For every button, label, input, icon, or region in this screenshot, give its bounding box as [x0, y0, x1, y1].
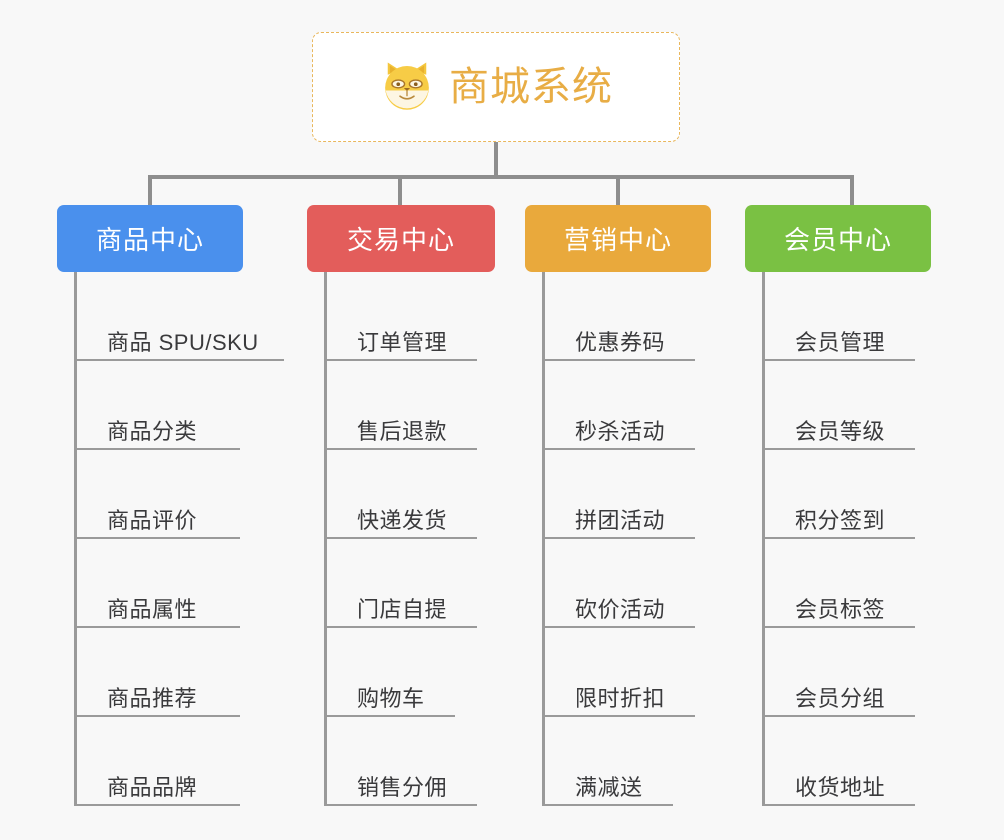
list-item[interactable]: 限时折扣 [542, 628, 741, 717]
category-header-label: 营销中心 [563, 225, 672, 255]
leaf-label: 会员管理 [795, 329, 886, 355]
leaf-label: 会员等级 [795, 418, 886, 444]
branch-marketing-center: 营销中心 优惠券码 秒杀活动 拼团活动 砍价活动 限时折扣 [525, 205, 741, 806]
leaf-underline [324, 804, 477, 806]
leaf-underline [542, 359, 695, 361]
leaf-label: 砍价活动 [575, 596, 666, 622]
list-item[interactable]: 满减送 [542, 717, 741, 806]
leaf-underline [74, 804, 240, 806]
root-node[interactable]: 商城系统 [312, 32, 680, 142]
list-item[interactable]: 商品属性 [74, 539, 273, 628]
leaf-underline [762, 626, 915, 628]
leaf-label: 购物车 [357, 685, 425, 711]
leaf-label: 商品 SPU/SKU [107, 329, 259, 355]
page-title: 商城系统 [449, 65, 613, 109]
list-item[interactable]: 商品分类 [74, 361, 273, 450]
list-item[interactable]: 购物车 [324, 628, 523, 717]
leaf-underline [762, 715, 915, 717]
leaf-underline [762, 537, 915, 539]
list-item[interactable]: 门店自提 [324, 539, 523, 628]
list-item[interactable]: 收货地址 [762, 717, 961, 806]
leaf-label: 会员标签 [795, 596, 886, 622]
category-header-product-center[interactable]: 商品中心 [57, 205, 243, 272]
leaf-label: 拼团活动 [575, 507, 666, 533]
leaf-label: 满减送 [575, 774, 643, 800]
leaf-underline [324, 359, 477, 361]
list-item[interactable]: 商品 SPU/SKU [74, 272, 284, 361]
leaf-label: 售后退款 [357, 418, 448, 444]
list-item[interactable]: 砍价活动 [542, 539, 741, 628]
leaf-underline [762, 359, 915, 361]
list-item[interactable]: 会员等级 [762, 361, 961, 450]
category-header-label: 交易中心 [346, 225, 455, 255]
leaf-label: 商品分类 [107, 418, 198, 444]
leaf-label: 商品评价 [107, 507, 198, 533]
leaf-underline [542, 448, 695, 450]
leaf-label: 限时折扣 [575, 685, 666, 711]
shiba-dog-face-icon [379, 59, 435, 115]
list-item[interactable]: 快递发货 [324, 450, 523, 539]
leaf-list-trade-center: 订单管理 售后退款 快递发货 门店自提 购物车 销售分佣 [324, 272, 523, 806]
list-item[interactable]: 售后退款 [324, 361, 523, 450]
leaf-label: 商品推荐 [107, 685, 198, 711]
leaf-underline [74, 537, 240, 539]
leaf-label: 商品属性 [107, 596, 198, 622]
list-item[interactable]: 会员分组 [762, 628, 961, 717]
list-item[interactable]: 销售分佣 [324, 717, 523, 806]
list-item[interactable]: 积分签到 [762, 450, 961, 539]
leaf-list-marketing-center: 优惠券码 秒杀活动 拼团活动 砍价活动 限时折扣 满减送 [542, 272, 741, 806]
leaf-list-member-center: 会员管理 会员等级 积分签到 会员标签 会员分组 收货地址 [762, 272, 961, 806]
list-item[interactable]: 商品推荐 [74, 628, 273, 717]
leaf-underline [542, 804, 673, 806]
leaf-underline [74, 359, 284, 361]
list-item[interactable]: 商品评价 [74, 450, 273, 539]
leaf-underline [762, 804, 915, 806]
list-item[interactable]: 优惠券码 [542, 272, 741, 361]
leaf-label: 会员分组 [795, 685, 886, 711]
leaf-underline [324, 715, 455, 717]
category-header-label: 会员中心 [783, 225, 892, 255]
connector-drop-1 [148, 175, 152, 206]
leaf-underline [74, 448, 240, 450]
leaf-underline [762, 448, 915, 450]
leaf-label: 快递发货 [357, 507, 448, 533]
category-header-trade-center[interactable]: 交易中心 [307, 205, 495, 272]
connector-horizontal-bus [148, 175, 854, 179]
list-item[interactable]: 商品品牌 [74, 717, 273, 806]
leaf-underline [542, 537, 695, 539]
leaf-underline [324, 537, 477, 539]
leaf-underline [542, 626, 695, 628]
leaf-underline [324, 448, 477, 450]
leaf-underline [74, 626, 240, 628]
leaf-underline [542, 715, 695, 717]
leaf-label: 积分签到 [795, 507, 886, 533]
connector-drop-3 [616, 175, 620, 206]
category-header-label: 商品中心 [95, 225, 204, 255]
list-item[interactable]: 会员标签 [762, 539, 961, 628]
list-item[interactable]: 会员管理 [762, 272, 961, 361]
list-item[interactable]: 订单管理 [324, 272, 523, 361]
leaf-label: 销售分佣 [357, 774, 448, 800]
leaf-underline [324, 626, 477, 628]
connector-drop-4 [850, 175, 854, 206]
leaf-label: 秒杀活动 [575, 418, 666, 444]
leaf-label: 商品品牌 [107, 774, 198, 800]
leaf-list-product-center: 商品 SPU/SKU 商品分类 商品评价 商品属性 商品推荐 商品品牌 [74, 272, 284, 806]
leaf-label: 收货地址 [795, 774, 886, 800]
leaf-underline [74, 715, 240, 717]
list-item[interactable]: 拼团活动 [542, 450, 741, 539]
leaf-label: 订单管理 [357, 329, 448, 355]
branch-trade-center: 交易中心 订单管理 售后退款 快递发货 门店自提 购物车 [307, 205, 523, 806]
branch-product-center: 商品中心 商品 SPU/SKU 商品分类 商品评价 商品属性 商品推荐 [57, 205, 284, 806]
list-item[interactable]: 秒杀活动 [542, 361, 741, 450]
leaf-label: 门店自提 [357, 596, 448, 622]
connector-drop-2 [398, 175, 402, 206]
branch-member-center: 会员中心 会员管理 会员等级 积分签到 会员标签 会员分组 [745, 205, 961, 806]
category-header-marketing-center[interactable]: 营销中心 [525, 205, 711, 272]
leaf-label: 优惠券码 [575, 329, 666, 355]
connector-root-stem [494, 142, 498, 177]
category-header-member-center[interactable]: 会员中心 [745, 205, 931, 272]
